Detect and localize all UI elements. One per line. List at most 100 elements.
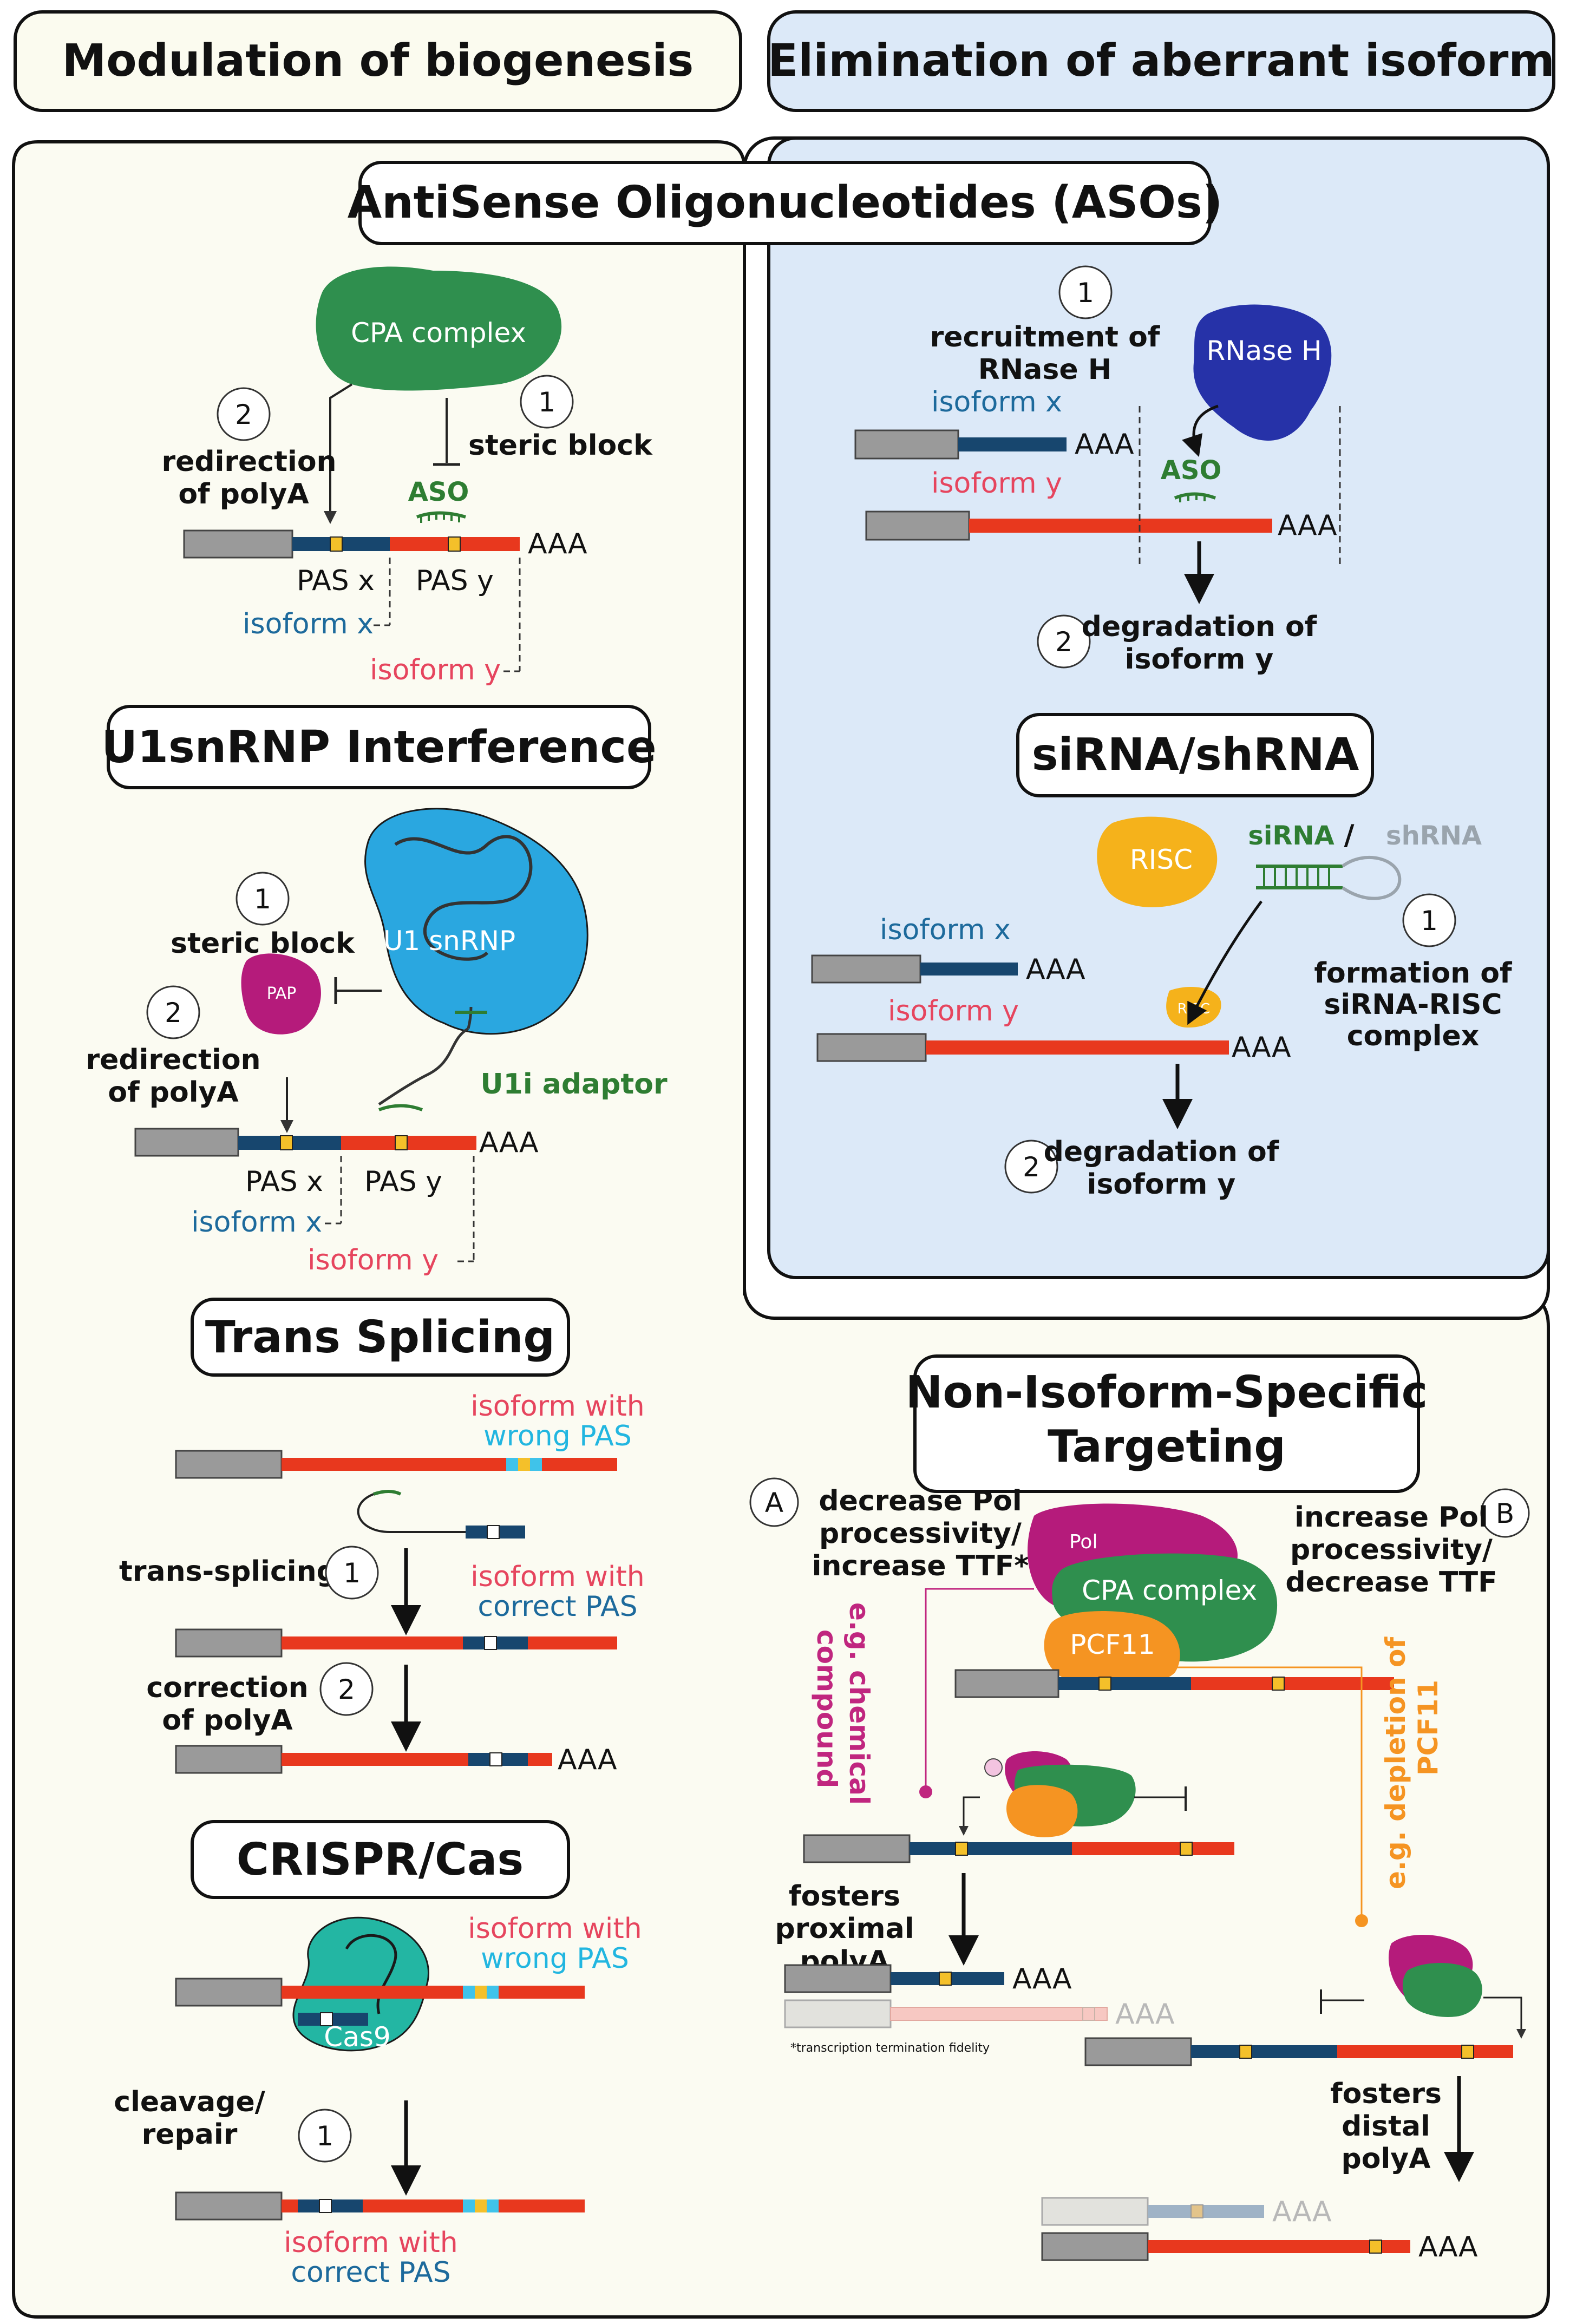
u1-title: U1snRNP Interference <box>101 722 656 773</box>
rnase-h-blob <box>1193 304 1332 441</box>
nonspec-a-line1: decrease Pol <box>819 1485 1022 1517</box>
step1-circle <box>520 375 574 429</box>
pcf11-label: PCF11 <box>1070 1629 1155 1660</box>
trans-title: Trans Splicing <box>205 1312 555 1363</box>
u1-step2-text-2: of polyA <box>108 1076 238 1109</box>
nonspec-title-2: Targeting <box>1048 1421 1286 1472</box>
sirna-label: siRNA <box>1248 821 1334 851</box>
prox-text-1: fosters <box>789 1880 900 1913</box>
dist-text-2: distal <box>1342 2110 1430 2143</box>
nonspec-title-1: Non-Isoform-Specific <box>906 1367 1428 1418</box>
crispr-correct-a: isoform with <box>284 2227 457 2259</box>
trans-splicing-molecule <box>357 1490 525 1539</box>
aso-label: ASO <box>408 477 469 507</box>
cpa-complex-label: CPA complex <box>351 317 526 349</box>
u1-snrnp-label: U1 snRNP <box>383 925 515 957</box>
dist-text-3: polyA <box>1342 2143 1431 2175</box>
step2-circle <box>217 387 271 441</box>
trans-wrong-b: wrong PAS <box>483 1420 632 1452</box>
sirna-step1-number: 1 <box>1421 905 1438 937</box>
header-right-title: Elimination of aberrant isoform <box>768 35 1555 87</box>
trans-aaa: AAA <box>558 1744 617 1776</box>
rnase-step1-text-2: RNase H <box>978 353 1112 386</box>
u1-step2-text-1: redirection <box>86 1044 260 1076</box>
right-panel-inner <box>767 136 1550 1279</box>
cas9-label: Cas9 <box>324 2021 390 2053</box>
rnase-arrow <box>1182 404 1219 457</box>
cpa-small-blob-b <box>1402 1963 1482 2017</box>
u1-isoform-y: isoform y <box>308 1244 439 1276</box>
step2-text-2: of polyA <box>178 478 309 510</box>
rnase-h-label: RNase H <box>1206 335 1322 366</box>
u1-step1-number: 1 <box>254 883 271 915</box>
trans-correct-a: isoform with <box>470 1561 644 1593</box>
crispr-title: CRISPR/Cas <box>237 1834 524 1886</box>
nonspec-aaa-4: AAA <box>1418 2231 1478 2263</box>
u1-pas-y: PAS y <box>364 1166 442 1198</box>
crispr-correct-b: correct PAS <box>291 2256 450 2289</box>
footnote: *transcription termination fidelity <box>790 2041 990 2055</box>
nonspec-a-line3: increase TTF* <box>812 1550 1029 1582</box>
step1-text: steric block <box>468 429 653 462</box>
crispr-section: CRISPR/Cas isoform with wrong PAS Cas9 c… <box>114 1820 642 2289</box>
sirna-step2-number: 2 <box>1023 1151 1040 1183</box>
aso-title-box: AntiSense Oligonucleotides (ASOs) <box>348 161 1223 245</box>
sirna-isoform-y: isoform y <box>888 995 1019 1027</box>
nonspec-a-line2: processivity/ <box>819 1517 1022 1550</box>
cpa-complex-blob <box>316 266 562 391</box>
pcf11-small-blob-a <box>1006 1785 1078 1837</box>
trans-step1-number: 1 <box>343 1557 361 1589</box>
rnase-step1-text-1: recruitment of <box>930 321 1161 353</box>
sirna-step1-text-1: formation of <box>1314 957 1513 990</box>
chem-text-1: e.g. chemical <box>843 1602 875 1805</box>
nonspec-aaa-2: AAA <box>1115 1998 1175 2031</box>
sirna-step1-text-3: complex <box>1347 1020 1480 1052</box>
u1-pas-x: PAS x <box>245 1166 323 1198</box>
rnase-aaa-1: AAA <box>1075 428 1134 461</box>
nonspec-a-number: A <box>765 1487 783 1518</box>
sirna-step1-text-2: siRNA-RISC <box>1324 988 1502 1021</box>
redirection-arrow <box>324 383 353 524</box>
rnase-isoform-x: isoform x <box>931 386 1062 418</box>
crispr-wrong-b: wrong PAS <box>481 1942 629 1975</box>
isoform-x-label: isoform x <box>243 608 374 640</box>
u1-isoform-x: isoform x <box>191 1206 322 1239</box>
risc-label: RISC <box>1130 844 1193 875</box>
rnase-step1-number: 1 <box>1077 277 1094 309</box>
pap-blob <box>241 953 321 1035</box>
nonspec-b-line2: processivity/ <box>1290 1534 1493 1566</box>
pol-label: Pol <box>1069 1531 1097 1553</box>
trans-step2-text-1: correction <box>146 1672 308 1704</box>
pap-label: PAP <box>267 984 297 1003</box>
u1-step1-text: steric block <box>171 927 355 960</box>
sirna-step2-text-1: degradation of <box>1044 1136 1280 1168</box>
sirna-title: siRNA/shRNA <box>1032 729 1359 781</box>
crispr-step1-text-1: cleavage/ <box>114 2086 265 2118</box>
risc-blob <box>1097 816 1218 908</box>
trans-section: Trans Splicing isoform with wrong PAS tr… <box>119 1298 645 1776</box>
sirna-isoform-x: isoform x <box>880 914 1011 946</box>
nonspec-aaa-1: AAA <box>1012 1963 1072 1995</box>
aso-oligo-icon <box>416 511 466 523</box>
crispr-step1-number: 1 <box>316 2120 333 2152</box>
rnase-isoform-y: isoform y <box>931 467 1062 500</box>
u1-step2-number: 2 <box>165 997 182 1029</box>
pcf11-blob <box>1044 1611 1180 1687</box>
sirna-aaa-2: AAA <box>1232 1031 1291 1064</box>
crispr-wrong-a: isoform with <box>468 1913 642 1945</box>
depl-text-2: PCF11 <box>1412 1680 1444 1776</box>
isoform-y-label: isoform y <box>370 654 501 686</box>
rnase-aso-label: ASO <box>1161 455 1222 486</box>
sirna-section: siRNA/shRNA RISC siRNA / shRNA 1 formati… <box>811 713 1513 1201</box>
trans-step2-number: 2 <box>338 1674 355 1705</box>
aso-left: CPA complex 2 redirection of polyA 1 ste… <box>161 266 653 686</box>
aso-right: 1 recruitment of RNase H RNase H isoform… <box>854 265 1341 676</box>
depl-text-1: e.g. depletion of <box>1380 1636 1411 1889</box>
crispr-step1-text-2: repair <box>142 2118 238 2151</box>
shrna-label-prefix: shRNA <box>1386 821 1482 851</box>
step2-text-1: redirection <box>161 446 336 478</box>
nonspec-b-number: B <box>1496 1498 1514 1529</box>
chem-text-2: compound <box>811 1629 842 1788</box>
aso-title: AntiSense Oligonucleotides (ASOs) <box>348 177 1223 228</box>
